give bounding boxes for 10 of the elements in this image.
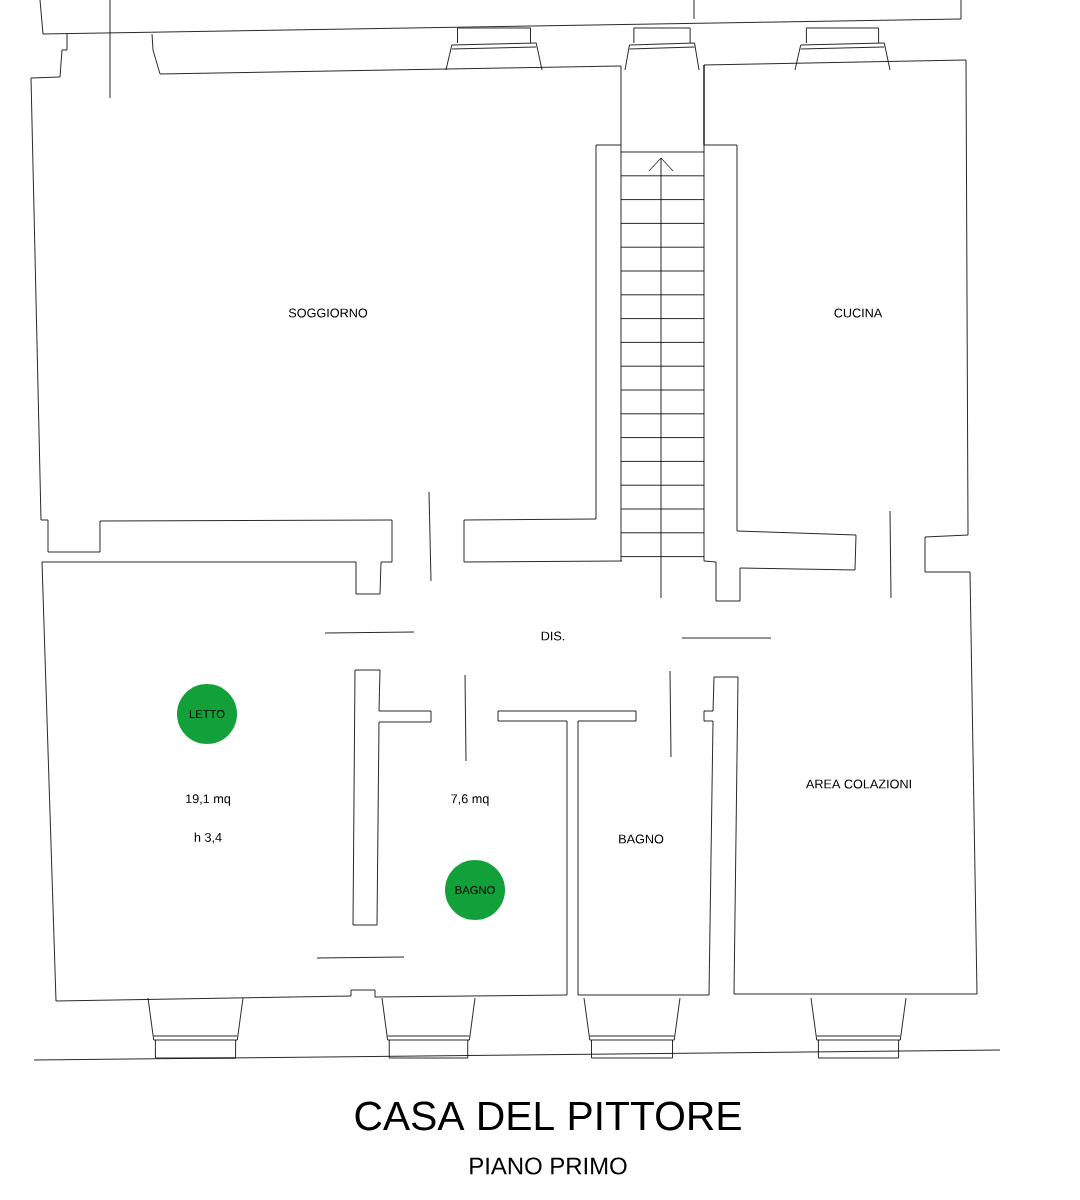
room-label: BAGNO	[619, 834, 664, 844]
room-label: SOGGIORNO	[288, 308, 368, 318]
room-label: DIS.	[541, 631, 565, 641]
area-label: 19,1 mq	[186, 794, 231, 806]
room-label: AREA COLAZIONI	[805, 779, 911, 789]
height-label: h 3,4	[194, 832, 222, 844]
room-label: CUCINA	[834, 308, 883, 318]
title: CASA DEL PITTORE	[355, 1101, 741, 1131]
subtitle: PIANO PRIMO	[470, 1157, 627, 1175]
area-label: 7,6 mq	[451, 794, 489, 806]
